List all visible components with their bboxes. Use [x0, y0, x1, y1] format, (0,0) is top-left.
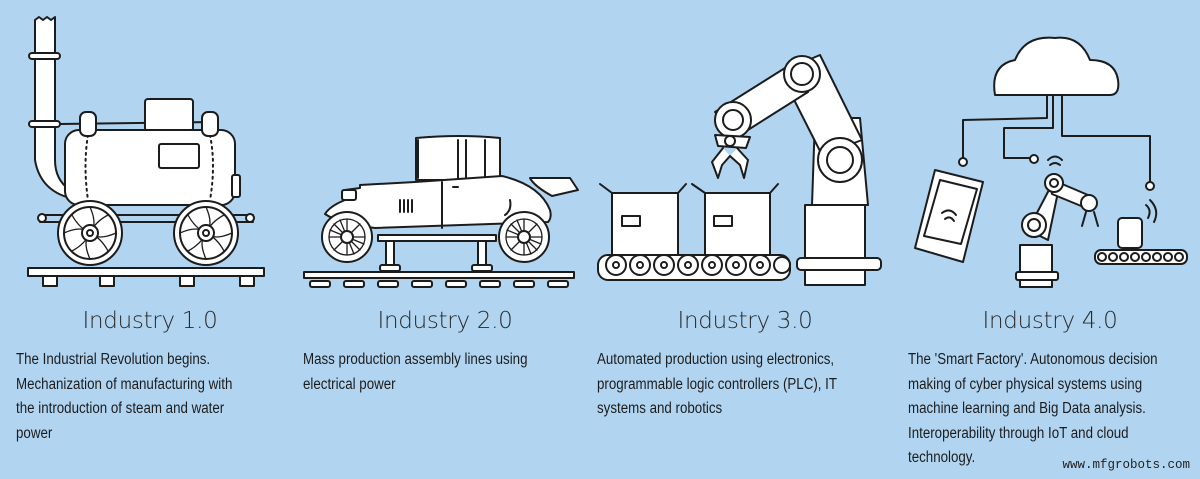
cloud-connected-smart-factory-icon — [914, 36, 1188, 288]
stage-description: Mass production assembly lines using ele… — [303, 351, 528, 393]
stage-title: Industry 3.0 — [677, 308, 813, 334]
stage-industry-4: Industry 4.0 The 'Smart Factory'. Autono… — [900, 0, 1200, 479]
stage-industry-2: Industry 2.0 Mass production assembly li… — [300, 0, 590, 479]
stage-industry-1: Industry 1.0 The Industrial Revolution b… — [0, 0, 300, 479]
wheel-left — [57, 200, 123, 266]
wheel-right — [173, 200, 239, 266]
stage-description: Automated production using electronics, … — [597, 351, 838, 417]
stage-description: The Industrial Revolution begins. Mechan… — [16, 351, 233, 442]
stage-description: The 'Smart Factory'. Autonomous decision… — [908, 351, 1158, 466]
steam-locomotive-icon — [27, 16, 265, 287]
stage-title: Industry 4.0 — [982, 308, 1118, 334]
watermark: www.mfgrobots.com — [1062, 458, 1190, 472]
model-t-car-assembly-line-icon — [303, 135, 579, 288]
stage-title: Industry 1.0 — [82, 308, 218, 334]
robot-arm-conveyor-icon — [597, 54, 882, 286]
stage-industry-3: Industry 3.0 Automated production using … — [590, 0, 900, 479]
stage-title: Industry 2.0 — [377, 308, 513, 334]
